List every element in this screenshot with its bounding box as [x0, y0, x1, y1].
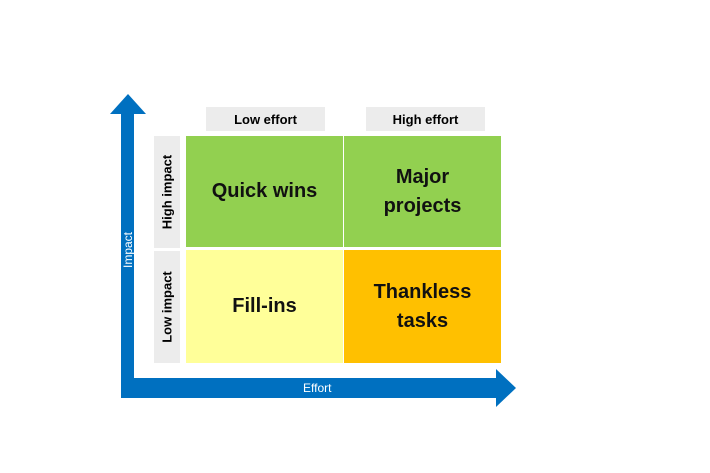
quadrant-label: Fill-ins: [232, 295, 297, 317]
effort-axis-arrowhead-icon: [496, 369, 516, 407]
effort-axis-label: Effort: [303, 381, 332, 395]
row-header-label: Low impact: [159, 271, 175, 343]
quadrant-label: Thankless tasks: [373, 280, 472, 332]
impact-axis-shaft: [121, 112, 134, 398]
row-header-high-impact: High impact: [154, 136, 180, 248]
impact-axis-label: Impact: [120, 231, 135, 269]
column-header-label: High effort: [392, 111, 459, 127]
quadrant-thankless-tasks: Thankless tasks: [344, 250, 501, 363]
effort-axis-shaft: [121, 378, 498, 398]
column-header-high-effort: High effort: [366, 107, 485, 131]
quadrant-label: Major projects: [383, 165, 462, 217]
quadrant-quick-wins: Quick wins: [186, 136, 343, 247]
quadrant-fill-ins: Fill-ins: [186, 250, 343, 363]
column-header-low-effort: Low effort: [206, 107, 325, 131]
row-header-low-impact: Low impact: [154, 251, 180, 363]
impact-axis-arrowhead-icon: [110, 94, 146, 114]
quadrant-major-projects: Major projects: [344, 136, 501, 247]
row-header-label: High impact: [159, 154, 175, 230]
column-header-label: Low effort: [234, 111, 297, 127]
quadrant-label: Quick wins: [211, 180, 318, 202]
